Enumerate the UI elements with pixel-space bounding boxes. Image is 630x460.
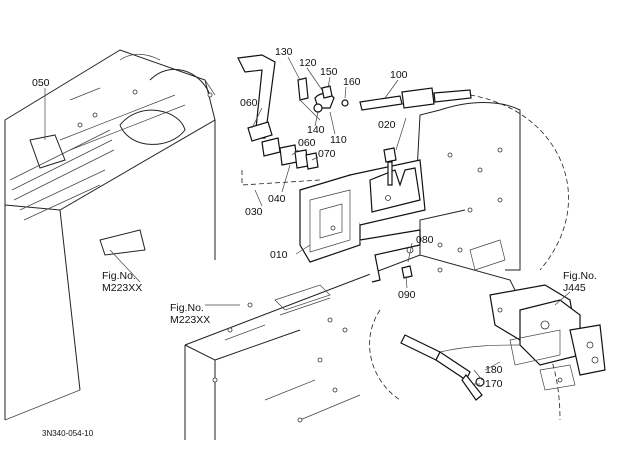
cable-100	[359, 87, 472, 111]
part-label-060-upper: 060	[240, 97, 258, 109]
bracket-010	[299, 159, 426, 283]
part-label-110: 110	[330, 134, 347, 146]
control-lever-assembly	[237, 54, 321, 186]
part-label-150: 150	[320, 66, 338, 78]
linkage-parts	[297, 77, 349, 121]
part-label-140: 140	[307, 124, 325, 136]
lower-cable	[400, 334, 521, 401]
part-label-090: 090	[398, 289, 416, 301]
part-label-040: 040	[268, 193, 286, 205]
part-label-020: 020	[378, 119, 396, 131]
part-label-170: 170	[485, 378, 503, 390]
part-label-030: 030	[245, 206, 263, 218]
part-label-070: 070	[318, 148, 336, 160]
part-label-160: 160	[343, 76, 361, 88]
part-label-130: 130	[275, 46, 293, 58]
fig-ref-left-line2: M223XX	[102, 282, 142, 294]
left-floor-panel	[4, 49, 216, 421]
part-label-180: 180	[485, 364, 503, 376]
part-label-100: 100	[390, 69, 408, 81]
figure-code: 3N340-054-10	[42, 429, 94, 438]
fig-ref-left-line1: Fig.No.	[102, 270, 136, 282]
fig-ref-right-line1: Fig.No.	[563, 270, 597, 282]
leader-lines	[44, 56, 571, 385]
part-label-080: 080	[416, 234, 434, 246]
fig-ref-center-line2: M223XX	[170, 314, 210, 326]
fig-ref-center-line1: Fig.No.	[170, 302, 204, 314]
part-label-050: 050	[32, 77, 50, 89]
valve-assembly	[489, 284, 606, 391]
part-labels: 050 130 120 150 160 100 060 140 110 020 …	[32, 46, 503, 390]
fig-ref-right-line2: J445	[563, 282, 586, 294]
part-label-120: 120	[299, 57, 317, 69]
part-label-010: 010	[270, 249, 288, 261]
bolts	[383, 117, 413, 279]
figure-references: Fig.No. M223XX Fig.No. M223XX Fig.No. J4…	[102, 270, 597, 326]
part-label-060-lower: 060	[298, 137, 316, 149]
